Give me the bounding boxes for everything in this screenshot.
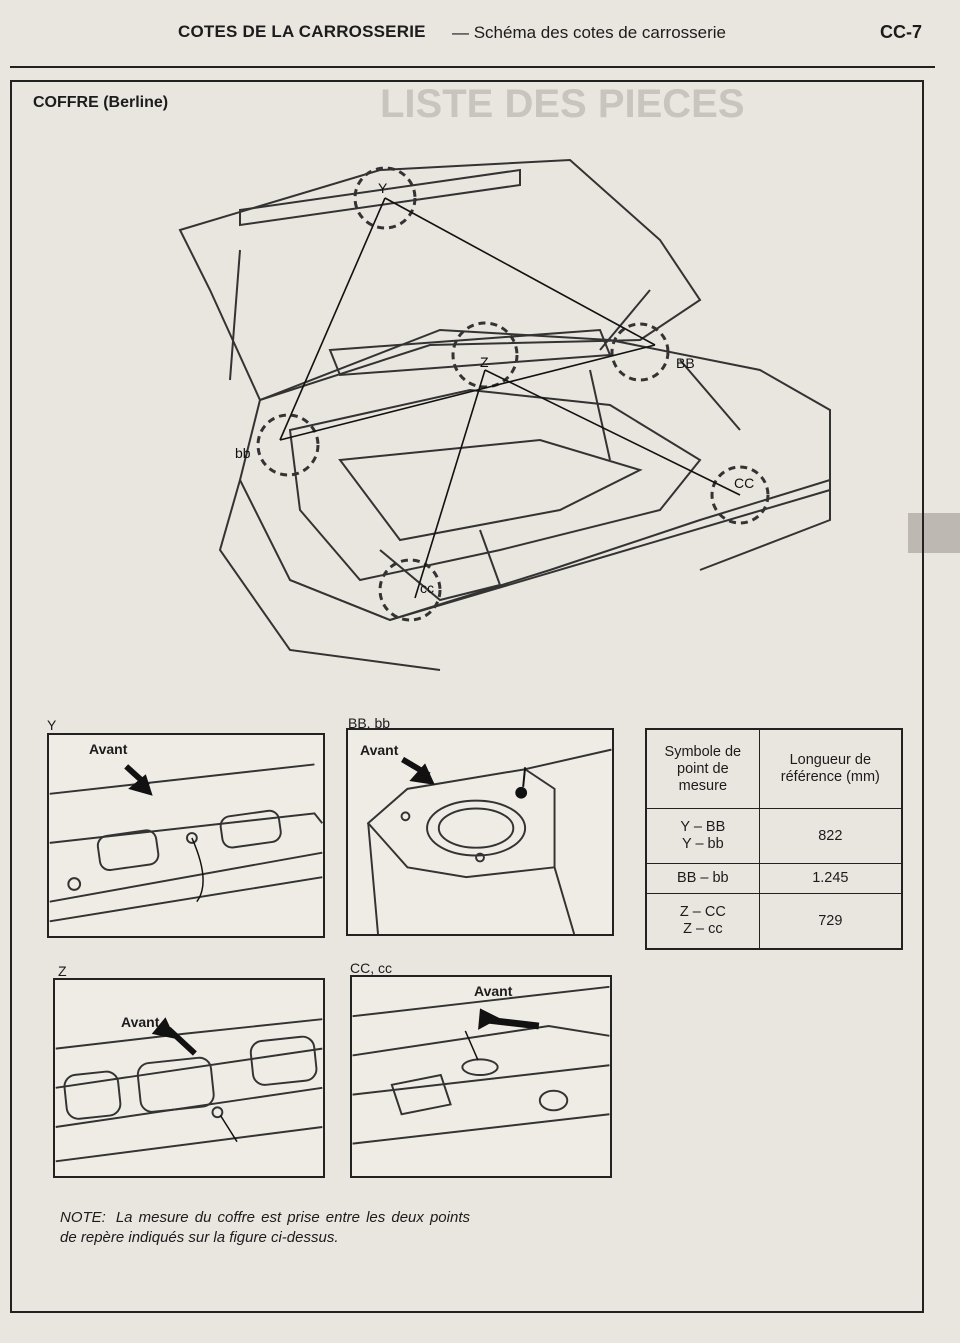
header-title: COTES DE LA CARROSSERIE — [178, 22, 426, 41]
header-rule — [10, 66, 935, 68]
reference-length-table: Symbole de point de mesure Longueur de r… — [645, 728, 903, 950]
trunk-drawing: Y BB bb Z CC cc — [178, 158, 831, 671]
table-cell-length: 1.245 — [758, 862, 903, 895]
detail-panel-cc: Avant — [350, 975, 612, 1178]
point-circle-y — [353, 166, 417, 230]
note-block: NOTE:La mesure du coffre est prise entre… — [60, 1208, 470, 1248]
table-header-length: Longueur de référence (mm) — [758, 728, 903, 809]
table-row: BB – bb 1.245 — [645, 862, 903, 895]
bleed-through-title: LISTE DES PIECES — [380, 82, 745, 126]
point-circle-bb-upper — [610, 322, 670, 382]
table-cell-symbol: Y – BB Y – bb — [645, 808, 760, 864]
detail-panel-bb: Avant — [346, 728, 614, 936]
page-code: CC-7 — [880, 22, 923, 42]
section-title: COFFRE (Berline) — [33, 94, 169, 111]
page-header: COTES DE LA CARROSSERIE — Schéma des cot… — [0, 20, 960, 68]
point-label-bb-upper: BB — [676, 355, 695, 371]
detail-label-y: Y — [47, 717, 57, 733]
table-cell-symbol: BB – bb — [645, 862, 760, 895]
detail-direction-z: Avant — [121, 1014, 160, 1030]
table-row: Y – BB Y – bb 822 — [645, 808, 903, 864]
point-label-bb-lower: bb — [235, 445, 251, 461]
detail-label-bb: BB, bb — [348, 715, 391, 731]
point-circle-cc-upper — [710, 465, 770, 525]
point-circle-cc-lower — [378, 558, 442, 622]
page-edge-tab — [908, 513, 960, 553]
point-label-cc-lower: cc — [420, 580, 434, 596]
point-label-cc-upper: CC — [734, 475, 754, 491]
point-circle-z — [451, 321, 519, 389]
header-subtitle: — Schéma des cotes de carrosserie — [452, 23, 727, 42]
point-label-y: Y — [378, 180, 388, 196]
detail-panel-y: Avant — [47, 733, 325, 938]
table-row: Z – CC Z – cc 729 — [645, 893, 903, 950]
detail-label-cc: CC, cc — [350, 960, 392, 976]
table-cell-length: 822 — [758, 808, 903, 864]
detail-direction-bb: Avant — [360, 742, 399, 758]
detail-direction-y: Avant — [89, 741, 128, 757]
detail-panel-z: Avant — [53, 978, 325, 1178]
content-frame — [10, 80, 924, 1313]
point-label-z: Z — [480, 354, 489, 370]
table-header-symbol: Symbole de point de mesure — [645, 728, 760, 809]
note-text: La mesure du coffre est prise entre les … — [60, 1209, 470, 1246]
detail-label-z: Z — [58, 963, 67, 979]
table-cell-length: 729 — [758, 893, 903, 950]
detail-direction-cc: Avant — [474, 983, 513, 999]
table-header-row: Symbole de point de mesure Longueur de r… — [645, 728, 903, 809]
table-cell-symbol: Z – CC Z – cc — [645, 893, 760, 950]
trunk-diagram: Y BB bb Z CC cc — [140, 130, 860, 690]
point-circle-bb-lower — [256, 413, 320, 477]
note-label: NOTE: — [60, 1209, 106, 1226]
